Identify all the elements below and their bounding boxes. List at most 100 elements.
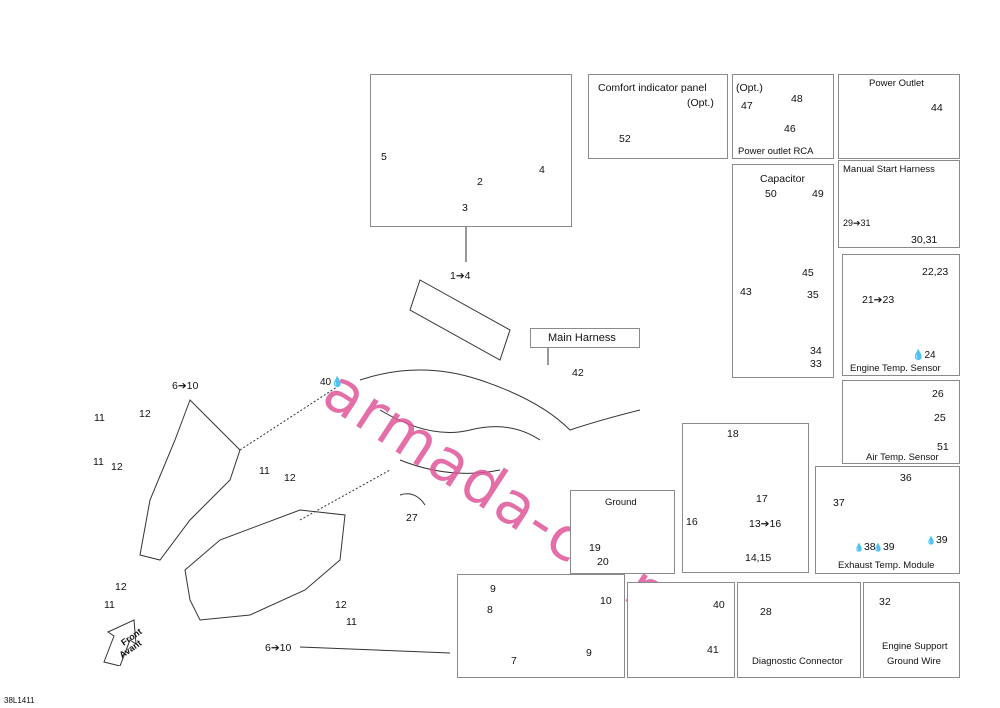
harness-main-line: [359, 369, 641, 431]
part-label-39a: 💧39: [873, 541, 895, 553]
part-label-38: 💧38: [854, 541, 876, 553]
hose-27-shape: [399, 493, 426, 506]
part-label: 11: [346, 616, 357, 628]
part-label: 42: [572, 367, 584, 379]
power-rca-opt: (Opt.): [736, 82, 763, 94]
leader-line: [299, 469, 391, 521]
part-label-39b: 💧39: [926, 534, 948, 546]
manual-start-range: 29➔31: [843, 218, 871, 228]
leader-line: [299, 646, 451, 654]
part-label: 2: [477, 176, 483, 188]
ground-wire-title-2: Ground Wire: [887, 656, 941, 667]
cluster-box: [370, 74, 572, 227]
part-label: 35: [807, 289, 819, 301]
headlight-right-shape: [184, 509, 346, 621]
part-label: 37: [833, 497, 845, 509]
drop-icon: 💧: [873, 543, 883, 552]
part-label: 45: [802, 267, 814, 279]
comfort-panel-box: [588, 74, 728, 159]
part-label: 10: [600, 595, 612, 607]
part-label: 36: [900, 472, 912, 484]
comfort-panel-title: Comfort indicator panel: [598, 82, 707, 94]
part-label: 30,31: [911, 234, 938, 246]
part-label: 12: [139, 408, 151, 420]
power-outlet-title: Power Outlet: [869, 78, 924, 89]
part-label: 9: [490, 583, 496, 595]
comfort-panel-opt: (Opt.): [687, 97, 714, 109]
part-label: 12: [111, 461, 123, 473]
air-temp-title: Air Temp. Sensor: [866, 452, 939, 463]
part-label: 43: [740, 286, 752, 298]
part-label: 12: [115, 581, 127, 593]
exhaust-title: Exhaust Temp. Module: [838, 560, 935, 571]
part-label: 48: [791, 93, 803, 105]
front-arrow-icon: [103, 619, 137, 667]
diag-box: [737, 582, 861, 678]
bulb-box: [457, 574, 625, 678]
power-rca-title: Power outlet RCA: [738, 146, 814, 157]
part-label: 26: [932, 388, 944, 400]
ground-wire-box: [863, 582, 960, 678]
ground-box: [570, 490, 675, 574]
part-label: 11: [104, 599, 115, 611]
part-label: 11: [93, 456, 104, 468]
part-label: 13➔16: [749, 518, 782, 530]
part-label: 33: [810, 358, 822, 370]
part-label: 52: [619, 133, 631, 145]
drop-icon: 💧: [854, 543, 864, 552]
part-label: 28: [760, 606, 772, 618]
power-rca-box: [732, 74, 834, 159]
drop-icon: 💧: [331, 377, 344, 388]
part-label: 20: [597, 556, 609, 568]
part-label: 19: [589, 542, 601, 554]
part-label: 17: [756, 493, 768, 505]
ground-title: Ground: [605, 497, 637, 508]
coil-box: [682, 423, 809, 573]
part-label: 3: [462, 202, 468, 214]
manual-start-box: [838, 160, 960, 248]
drop-icon: 💧: [926, 536, 936, 545]
engine-temp-title: Engine Temp. Sensor: [850, 363, 941, 374]
part-label: 49: [812, 188, 824, 200]
ground-wire-title-1: Engine Support: [882, 641, 948, 652]
part-label-24: 💧24: [912, 350, 936, 361]
part-label: 44: [931, 102, 943, 114]
part-label: 22,23: [922, 266, 949, 278]
part-label: 27: [406, 512, 418, 524]
power-outlet-box: [838, 74, 960, 159]
part-label: 11: [259, 465, 270, 477]
part-label: 12: [335, 599, 347, 611]
cluster-assembly-shape: [409, 279, 511, 361]
air-temp-box: [842, 380, 960, 464]
exhaust-temp-box: [815, 466, 960, 574]
harness-branch-line-2: [399, 459, 501, 474]
part-label: 18: [727, 428, 739, 440]
capacitor-box: [732, 164, 834, 378]
harness-branch-line: [379, 409, 541, 441]
part-label: 21➔23: [862, 294, 895, 306]
part-label: 9: [586, 647, 592, 659]
engine-temp-box: [842, 254, 960, 376]
front-arrow: Front Avant: [100, 618, 156, 667]
part-label: 46: [784, 123, 796, 135]
part-label: 47: [741, 100, 753, 112]
part-label: 12: [284, 472, 296, 484]
part-label: 6➔10: [172, 380, 199, 392]
part-label: 40: [713, 599, 725, 611]
main-harness-label-box: [530, 328, 640, 348]
part-label: 25: [934, 412, 946, 424]
part-label: 11: [94, 412, 105, 424]
part-label: 50: [765, 188, 777, 200]
part-label: 1➔4: [450, 270, 471, 282]
part-label: 4: [539, 164, 545, 176]
manual-start-title: Manual Start Harness: [843, 164, 935, 175]
part-label: 8: [487, 604, 493, 616]
headlight-left-shape: [139, 399, 241, 561]
part-label: 5: [381, 151, 387, 163]
part-label: 16: [686, 516, 698, 528]
grease-box: [627, 582, 735, 678]
diagram-code: 38L1411: [4, 696, 35, 705]
main-harness-title: Main Harness: [548, 332, 616, 344]
part-label-40: 40💧: [320, 377, 344, 388]
part-label: 51: [937, 441, 949, 453]
